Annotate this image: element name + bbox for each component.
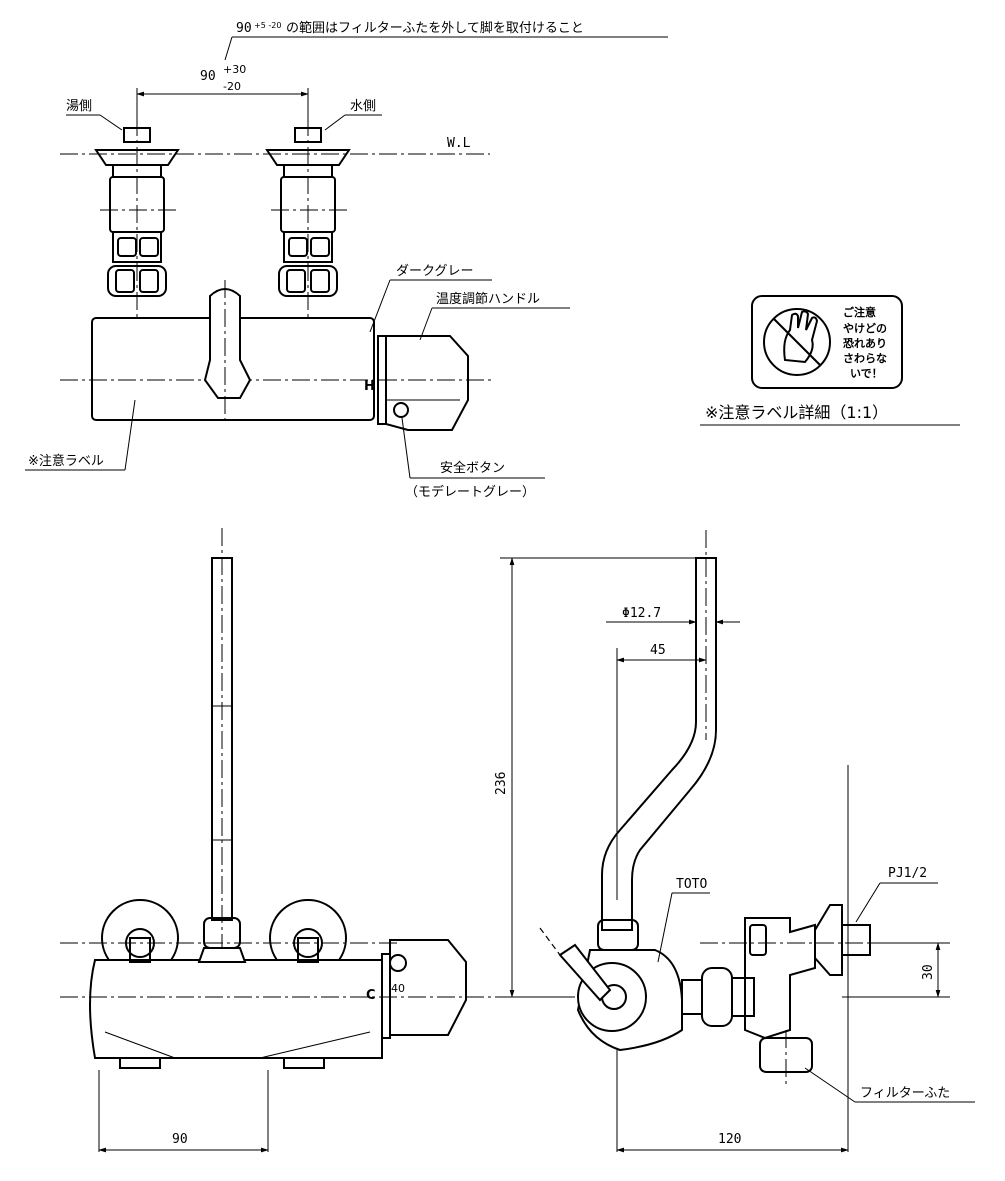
hot-connector — [94, 118, 180, 320]
side-lever — [558, 943, 612, 1002]
safety-button-color: （モデレートグレー） — [405, 484, 535, 500]
spacing-value: 90 — [200, 69, 216, 84]
front-body — [89, 959, 383, 1059]
riser-pipe — [211, 557, 233, 921]
dim-30: 30 — [921, 964, 936, 980]
front-handle-ring — [381, 953, 391, 1039]
top-note-text: の範囲はフィルターふたを外して脚を取付けること — [286, 20, 584, 36]
safety-button-label: 安全ボタン — [440, 460, 505, 476]
caution-label-callout: ※注意ラベル — [28, 453, 104, 469]
filter-cap-label: フィルターふた — [860, 1086, 950, 1101]
side-view: 236 Φ12.7 45 TOTO PJ1/2 30 — [494, 530, 975, 1153]
h-mark: H — [364, 379, 375, 394]
spacing-tol-plus: +30 — [223, 63, 246, 76]
dark-gray-label: ダークグレー — [396, 264, 473, 279]
side-valve-body — [744, 917, 816, 1040]
caution-line-1: やけどの — [843, 322, 887, 335]
side-spout-pipe — [601, 557, 717, 931]
front-spout-base — [197, 947, 247, 963]
spacing-tol-minus: -20 — [223, 80, 241, 93]
side-union-nut — [701, 967, 733, 1027]
caution-line-2: 恐れあり — [843, 337, 887, 350]
temp-handle — [385, 335, 469, 431]
right-bolt — [297, 937, 319, 963]
front-view: C 40 90 — [60, 528, 505, 1153]
top-note-leader — [224, 36, 233, 61]
caution-line-3: さわらな — [843, 352, 887, 365]
cold-connector — [265, 118, 351, 320]
dim-236: 236 — [494, 772, 509, 795]
no-touch-icon — [763, 308, 831, 376]
dim-90-bottom: 90 — [172, 1132, 188, 1147]
cold-side-leader — [324, 114, 346, 131]
brand-label: TOTO — [676, 877, 707, 892]
caution-title: ご注意 — [843, 305, 876, 319]
side-connector — [681, 979, 703, 1015]
front-safety-button — [389, 954, 407, 972]
front-temp-handle — [389, 939, 467, 1036]
caution-line-4: いで！ — [850, 367, 883, 380]
top-note-value: 90 — [236, 21, 252, 36]
top-view: 90 +5 -20 の範囲はフィルターふたを外して脚を取付けること 90 +30… — [25, 20, 668, 500]
temp-40: 40 — [391, 982, 405, 995]
spout-stub — [203, 288, 252, 399]
top-note-tolerance: +5 -20 — [254, 21, 281, 30]
water-level-label: W.L — [447, 136, 471, 151]
hot-side-leader — [99, 114, 123, 131]
label-detail-title: ※注意ラベル詳細（1:1） — [705, 403, 888, 422]
left-bolt — [129, 937, 151, 963]
side-escutcheon — [814, 904, 843, 976]
dim-120: 120 — [718, 1132, 741, 1147]
cold-side-label: 水側 — [350, 99, 376, 114]
c-mark: C — [366, 988, 376, 1003]
pj-thread-label: PJ1/2 — [888, 866, 927, 881]
temp-handle-label: 温度調節ハンドル — [436, 291, 540, 307]
hot-side-label: 湯側 — [66, 99, 92, 114]
caution-label-frame — [751, 295, 903, 389]
dia-127: Φ12.7 — [622, 606, 661, 621]
safety-button — [393, 402, 409, 418]
hand-icon — [783, 310, 819, 364]
pj-thread — [841, 924, 871, 956]
dim-45: 45 — [650, 643, 666, 658]
caution-label-detail: ご注意 やけどの 恐れあり さわらな いで！ ※注意ラベル詳細（1:1） — [700, 295, 960, 426]
